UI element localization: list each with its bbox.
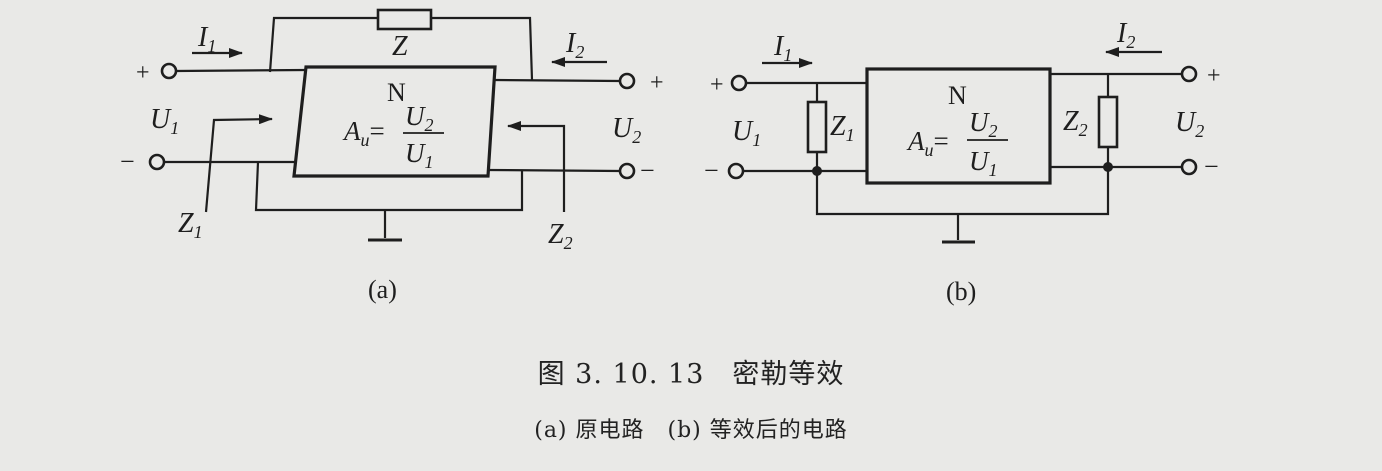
z-resistor-a (376, 8, 433, 31)
terminal-out-minus-b (1180, 158, 1198, 176)
terminal-out-plus-b (1180, 65, 1198, 83)
wire-in-top-a (175, 68, 307, 73)
figure-caption-subtitle: (a) 原电路 (b) 等效后的电路 (534, 418, 848, 443)
z2-label-b: Z2 (1063, 106, 1088, 140)
i1-label-b: I1 (773, 31, 792, 65)
u2-label-b: U2 (1175, 107, 1204, 141)
terminal-in-minus-b (727, 162, 745, 180)
terminal-out-minus-a (618, 162, 636, 180)
network-box-a (292, 65, 497, 178)
terminal-out-plus-a (618, 72, 636, 90)
network-n-label-a: N (387, 78, 406, 107)
label-a: (a) (368, 275, 397, 304)
ground-loop-b (815, 167, 1110, 216)
i2-label-b: I2 (1116, 18, 1135, 52)
network-n-label-b: N (948, 81, 967, 110)
ground-loop-a (254, 161, 524, 212)
au-label-b: Au= (906, 126, 949, 160)
plus-out-a: + (650, 70, 664, 96)
z2-resistor-b (1097, 95, 1119, 149)
z1-label-a: Z1 (178, 208, 203, 242)
wire-out-top-a (494, 78, 621, 83)
u2-label-a: U2 (612, 113, 641, 147)
terminal-in-plus-b (730, 74, 748, 92)
z1-pointer-a (204, 114, 273, 213)
minus-out-b: − (1204, 152, 1219, 181)
i1-label-a: I1 (197, 22, 216, 56)
z-label-a: Z (392, 31, 408, 62)
au-denominator-b: U1 (969, 146, 998, 180)
plus-in-b: + (710, 72, 724, 98)
minus-out-a: − (640, 156, 655, 185)
z2-pointer-a (507, 121, 566, 212)
plus-out-b: + (1207, 63, 1221, 89)
figure-caption-title: 图 3. 10. 13 密勒等效 (537, 359, 845, 390)
minus-in-a: − (120, 147, 135, 176)
circuit-b: I1 I2 + − + − U1 U2 Z1 Z2 N Au= U2 U1 (b… (704, 18, 1221, 306)
terminal-in-plus-a (160, 62, 178, 80)
au-denominator-a: U1 (405, 138, 434, 172)
z-wire-right (431, 16, 534, 81)
z1-resistor-b (806, 100, 828, 154)
circuit-a: I1 I2 Z + − + − U1 U2 Z1 Z2 N Au= U2 U1 … (120, 8, 664, 304)
z-wire-left (268, 16, 378, 73)
u1-label-b: U1 (732, 116, 761, 150)
minus-in-b: − (704, 156, 719, 185)
terminal-in-minus-a (148, 153, 166, 171)
wire-out-bottom-a (487, 168, 621, 173)
z1-label-b: Z1 (830, 111, 855, 145)
i2-label-a: I2 (565, 28, 584, 62)
label-b: (b) (946, 277, 976, 306)
au-numerator-a: U2 (405, 101, 434, 135)
u1-label-a: U1 (150, 104, 179, 138)
z2-label-a: Z2 (548, 219, 573, 253)
au-label-a: Au= (342, 116, 385, 150)
au-numerator-b: U2 (969, 107, 998, 141)
network-box-b (865, 67, 1052, 185)
plus-in-a: + (136, 60, 150, 86)
